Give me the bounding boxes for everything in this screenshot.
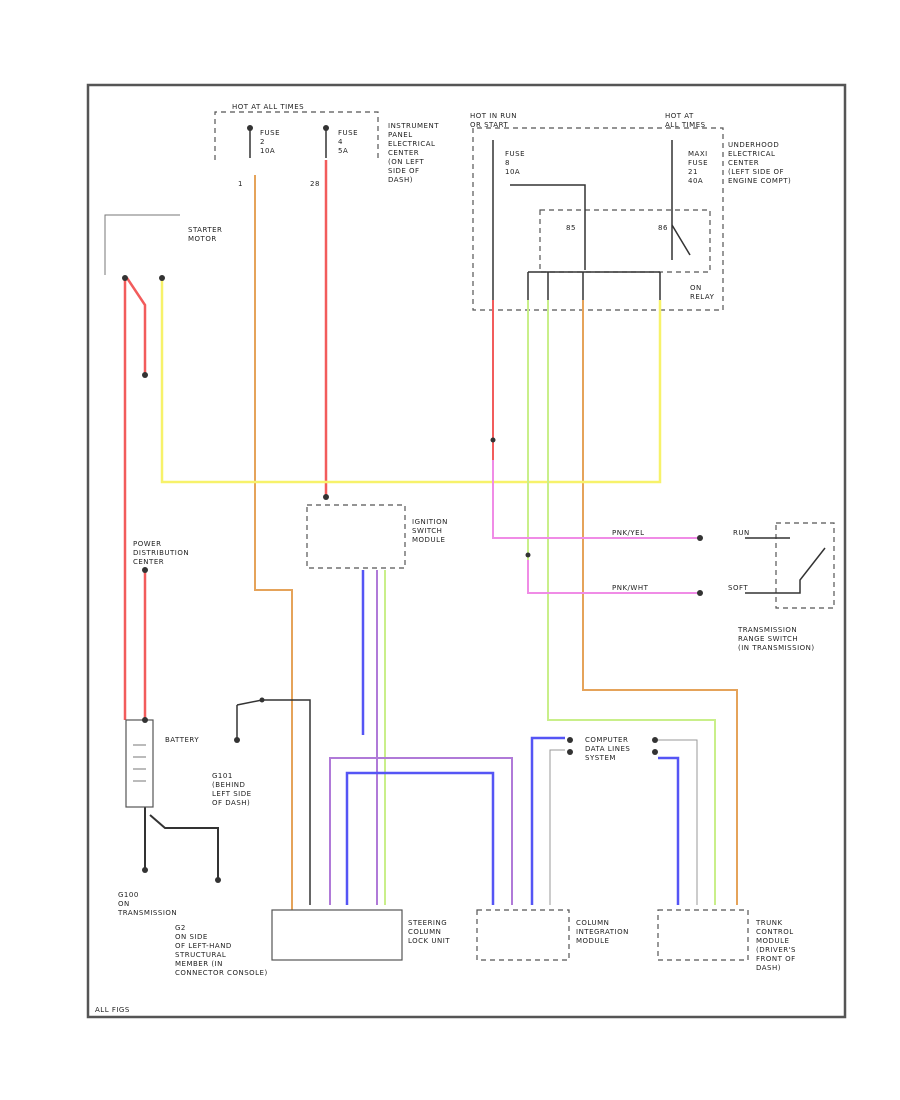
pink-wire-soft <box>527 560 700 594</box>
blue-wire-loop <box>345 771 495 905</box>
yellow-wire-bus <box>160 280 662 484</box>
trs-soft-label: SOFT <box>728 584 748 592</box>
orange-wire-uec <box>582 300 738 905</box>
purple-wire-loop <box>329 757 513 905</box>
terminals <box>122 275 703 883</box>
pink-wire-run <box>492 460 700 539</box>
relay-pin-85: 85 <box>566 224 576 232</box>
lgreen-wire-2 <box>547 300 716 905</box>
relay-pin-86: 86 <box>658 224 668 232</box>
figure-id: ALL FIGS <box>95 1006 130 1014</box>
diagram-frame <box>86 83 847 1019</box>
fuse-block-top-label: HOT AT ALL TIMES <box>232 103 304 111</box>
black-wire-g2 <box>149 814 219 880</box>
trs-run-label: RUN <box>733 529 750 537</box>
battery-label: BATTERY <box>165 736 199 744</box>
red-wires <box>123 160 494 720</box>
pink-run-code: PNK/YEL <box>612 529 645 537</box>
grey-wire-cdl <box>549 749 565 905</box>
blue-wire-cim <box>530 736 565 905</box>
fuse-a-num: 1 <box>238 180 243 188</box>
fuse-b-num: 28 <box>310 180 320 188</box>
battery: BATTERY <box>125 719 199 808</box>
grey-wire-tcm <box>658 739 698 905</box>
orange-wire-fuse-a <box>254 175 293 910</box>
blue-wire-tcm <box>658 756 680 905</box>
black-wire-g101-top <box>236 699 311 905</box>
pink-soft-code: PNK/WHT <box>612 584 649 592</box>
